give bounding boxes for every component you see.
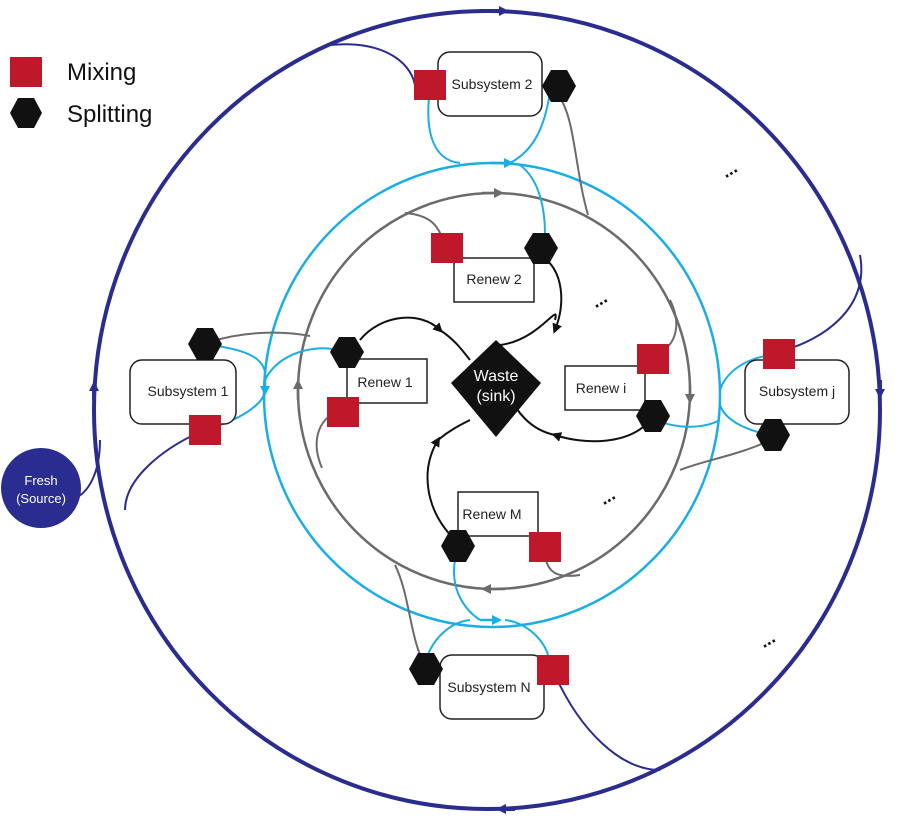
blue-link-sub1-ring [264,347,336,381]
gray-link-subj [679,439,771,471]
ellipsis-outer-bottom-right: ... [756,627,779,652]
mixing-icon-renew1 [327,397,359,427]
navy-link-subn-in [554,674,661,771]
mixing-icon-sub1 [189,415,221,445]
blue-link-sub2-ring [519,164,546,236]
ellipsis-inner-top-right: ... [588,287,611,312]
splitting-icon-renew2 [524,233,558,264]
subsystem-1-label: Subsystem 1 [148,383,229,399]
legend-mixing-label: Mixing [67,59,136,86]
legend-splitting-label: Splitting [67,101,152,128]
blue-link-sub1-in [209,344,267,381]
blue-link-renewm [453,559,481,621]
subsystem-n-box [439,654,545,720]
subsystem-j-label: Subsystem j [759,383,835,399]
subsystem-1-box [129,359,237,425]
ellipsis-outer-top-right: ... [718,157,741,182]
navy-link-subj-in [784,254,863,351]
waste-sink-node [451,340,541,437]
fresh-source-node [1,448,81,528]
fresh-label-line1: Fresh [24,473,57,488]
mixing-icon-subn [537,655,569,685]
mixing-icon-renewm [529,532,561,562]
flow-waste-to-renewi [551,419,651,443]
waste-label-line1: Waste [474,368,519,385]
flow-waste-link-1 [439,329,471,361]
renew-1-box [346,358,428,404]
waste-label-line2: (sink) [476,388,515,405]
subsystem-n-label: Subsystem N [447,679,530,695]
renew-m-label: Renew M [462,506,521,522]
splitting-icon-subn [409,653,443,685]
ellipsis-inner-bottom-right: ... [596,484,619,509]
navy-link-sub1-in [124,431,201,511]
splitting-icon-renewi [636,400,670,432]
navy-link-sub2-in [329,43,416,86]
legend-mixing-icon [10,57,42,87]
renew-m-box [457,491,539,537]
fresh-label-line2: (Source) [16,491,66,506]
subsystem-j-box [744,359,850,425]
blue-link-sub2-out [509,91,551,164]
renew-2-box [453,257,535,303]
blue-link-subj-in [719,354,771,391]
renew-i-label: Renew i [576,380,627,396]
gray-link-sub2 [559,97,589,216]
renew-i-box [564,365,646,411]
flow-waste-link-m [437,419,471,441]
splitting-icon-sub1 [188,328,222,360]
splitting-icon-subj [756,419,790,451]
flow-renewm-to-waste [426,436,456,541]
mixing-icon-renewi [637,344,669,374]
splitting-icon-renewm [441,530,475,562]
mixing-icon-sub2 [414,70,446,100]
blue-link-sub2-in [427,89,461,164]
legend-splitting-icon [10,98,42,128]
splitting-icon-sub2 [542,70,576,102]
mixing-icon-subj [763,339,795,369]
flow-waste-to-renew2 [499,313,557,346]
flow-renew1-to-waste [359,316,443,341]
subsystem-2-label: Subsystem 2 [452,76,533,92]
splitting-icon-renew1 [330,337,364,368]
gray-link-sub1 [209,331,311,343]
renew-1-label: Renew 1 [357,374,412,390]
renew-2-label: Renew 2 [466,271,521,287]
mixing-icon-renew2 [431,233,463,263]
